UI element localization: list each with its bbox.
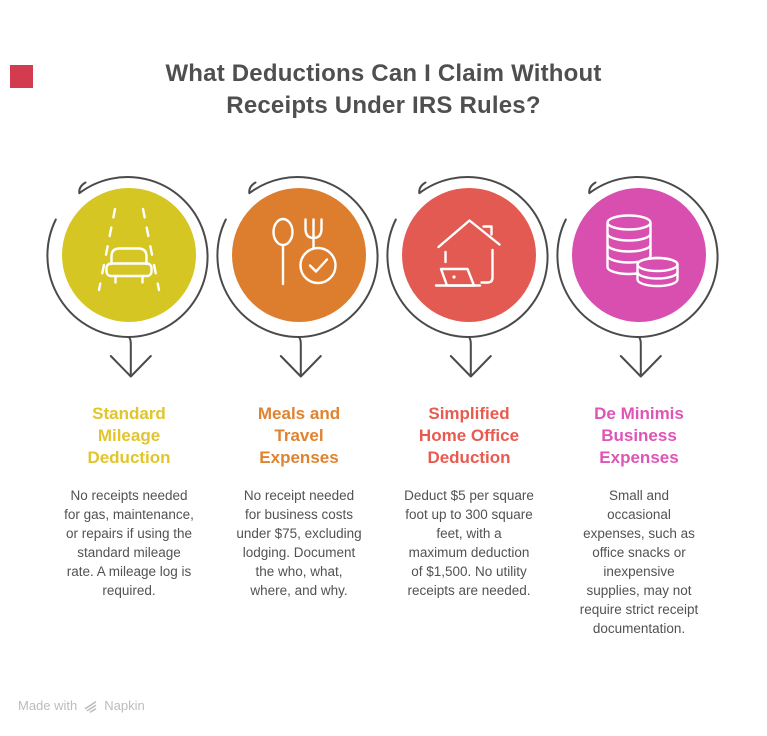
item-description: Deduct $5 per square foot up to 300 squa… [404,488,534,598]
corner-mark [10,65,33,88]
loop-arrow-decoration [216,176,379,378]
car-on-road-icon [97,207,161,292]
item-standard-mileage: Standard Mileage Deduction No receipts n… [44,163,214,638]
item-description: No receipt needed for business costs und… [236,488,362,598]
item-heading: De Minimis Business Expenses [594,404,684,467]
item-home-office: Simplified Home Office Deduction Deduct … [384,163,554,638]
page-title: What Deductions Can I Claim Without Rece… [165,60,602,119]
home-laptop-icon [434,219,501,287]
item-description: No receipts needed for gas, maintenance,… [64,488,194,598]
items-row: Standard Mileage Deduction No receipts n… [0,163,767,638]
loop-arrow-decoration [556,176,719,378]
down-arrow-icon [279,355,322,378]
item-meals-travel: Meals and Travel Expenses No receipt nee… [214,163,384,638]
cutlery-check-icon [272,217,337,286]
item-de-minimis: De Minimis Business Expenses Small and o… [554,163,724,638]
down-arrow-icon [109,355,152,378]
item-circle [232,188,366,322]
down-arrow-icon [449,355,492,378]
item-circle [62,188,196,322]
loop-arrow-decoration [46,176,209,378]
loop-arrow-decoration [386,176,549,378]
item-heading: Simplified Home Office Deduction [418,404,520,467]
footer: Made with Napkin [18,698,145,713]
down-arrow-icon [619,355,662,378]
brand-label: Napkin [104,698,145,713]
napkin-logo-icon [84,701,97,713]
made-with-label: Made with [18,698,78,713]
item-heading: Standard Mileage Deduction [87,404,171,467]
coins-icon [606,214,679,288]
item-heading: Meals and Travel Expenses [257,404,341,467]
item-description: Small and occasional expenses, such as o… [579,488,699,636]
item-circle [572,188,706,322]
item-circle [402,188,536,322]
